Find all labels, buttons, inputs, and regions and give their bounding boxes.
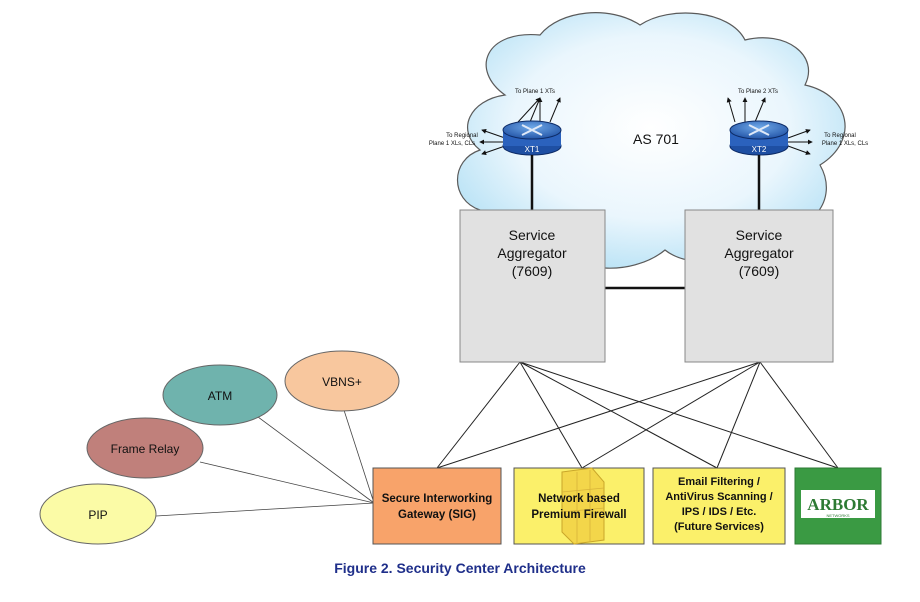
vbns-label: VBNS+ [322,375,362,389]
access-frame-relay: Frame Relay [86,417,204,479]
atm-ellipse [162,364,278,426]
router-xt1-label: XT1 [525,145,540,154]
atm-label: ATM [208,389,232,403]
access-links [155,403,375,517]
router-xt2: XT2 To Plane 2 XTs To Regional Plane 1 X… [726,89,868,210]
frame-relay-ellipse [86,417,204,479]
access-vbns: VBNS+ [284,350,400,412]
xt1-up-label: To Plane 1 XTs [515,89,555,95]
router-xt1: XT1 To Plane 1 XTs To Regional Plane 1 X… [429,89,562,210]
architecture-diagram: AS 701 XT1 To Plane 1 XTs To Regional Pl… [39,12,882,545]
aggregator-2-line3: (7609) [739,263,779,279]
aggregator-1-line3: (7609) [512,263,552,279]
firewall-line2: Premium Firewall [531,509,626,521]
service-arbor: ARBOR NETWORKS [794,467,882,545]
aggregator-2-line2: Aggregator [724,245,794,261]
email-line3: IPS / IDS / Etc. [682,506,757,518]
email-line1: Email Filtering / [678,476,760,488]
frame-relay-label: Frame Relay [111,442,180,456]
email-filtering-box [652,467,786,545]
as701-cloud: AS 701 [457,12,846,269]
vbns-ellipse [284,350,400,412]
sig-box [372,467,502,545]
sig-line2: Gateway (SIG) [398,509,476,521]
xt2-side-label-1: To Regional [824,133,856,139]
figure-caption: Figure 2. Security Center Architecture [334,560,586,576]
aggregator-2-line1: Service [736,227,783,243]
arbor-logo: ARBOR [807,495,869,514]
email-line4: (Future Services) [674,521,764,533]
access-pip: PIP [39,483,157,545]
arbor-logo-sub: NETWORKS [826,513,849,518]
aggregator-1-line1: Service [509,227,556,243]
as701-label: AS 701 [633,131,679,147]
pip-label: PIP [88,508,107,522]
sig-line1: Secure Interworking [382,493,493,505]
xt1-side-label-2: Plane 1 XLs, CLs [429,141,475,147]
aggregator-1-line2: Aggregator [497,245,567,261]
service-aggregator-1: Service Aggregator (7609) [459,209,606,363]
xt2-side-label-2: Plane 1 XLs, CLs [822,141,868,147]
xt2-up-label: To Plane 2 XTs [738,89,778,95]
firewall-line1: Network based [538,493,620,505]
service-firewall: Network based Premium Firewall [513,467,645,545]
service-email-filtering: Email Filtering / AntiVirus Scanning / I… [652,467,786,545]
email-line2: AntiVirus Scanning / [665,491,772,503]
xt1-side-label-1: To Regional [446,133,478,139]
router-xt2-label: XT2 [752,145,767,154]
pip-ellipse [39,483,157,545]
access-atm: ATM [162,364,278,426]
service-aggregator-2: Service Aggregator (7609) [684,209,834,363]
service-sig: Secure Interworking Gateway (SIG) [372,467,502,545]
mesh-links [436,361,839,469]
